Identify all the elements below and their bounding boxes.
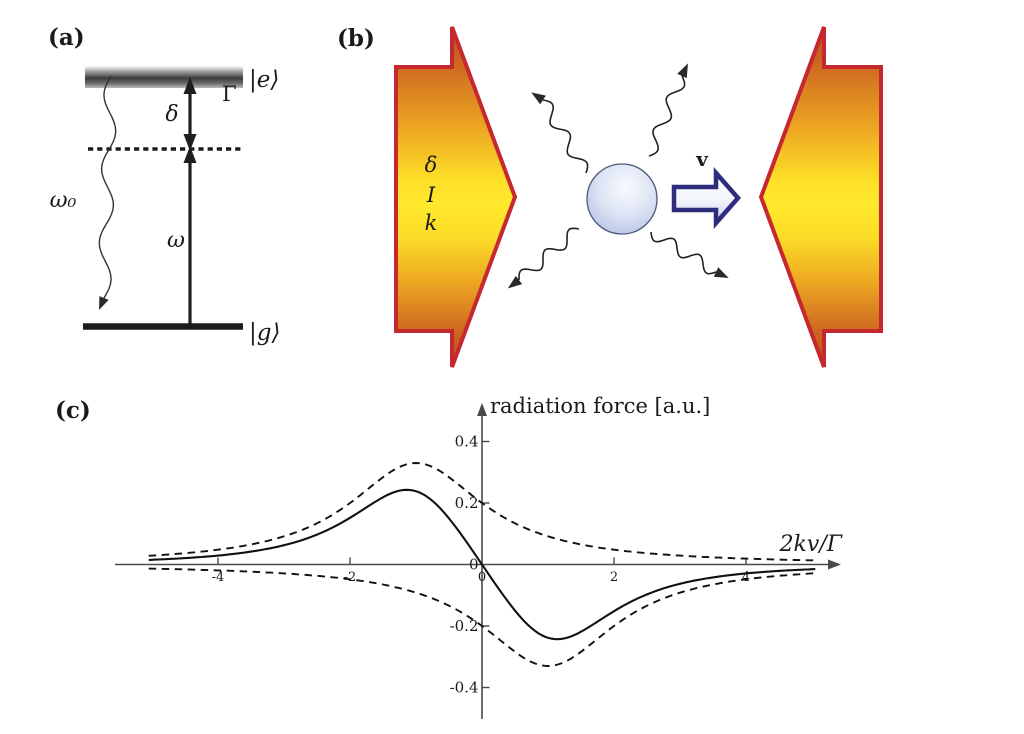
- y-tick-label: 0.4: [455, 433, 479, 451]
- right-laser-beam-arrow: [758, 26, 883, 368]
- y-tick-label: -0.4: [450, 679, 479, 697]
- photon-arrowhead-icon-2: [677, 63, 688, 79]
- excited-level-band: [85, 66, 243, 88]
- force-curves: [148, 462, 816, 667]
- beam-intensity-label: I: [426, 183, 436, 207]
- photon-arrowhead-icon-4: [713, 267, 729, 278]
- x-axis-ticks: -4 -2 0 2 4: [212, 557, 750, 585]
- y-tick-label: 0: [469, 556, 479, 574]
- x-tick-label: -4: [212, 570, 225, 585]
- transition-omega0-label: ω₀: [50, 188, 77, 213]
- excited-state-ket: |e⟩: [249, 67, 279, 93]
- detuning-arrowhead-up-icon: [183, 77, 197, 94]
- spontaneous-emission-arrowhead-icon: [99, 296, 109, 311]
- x-tick-label: -2: [344, 570, 357, 585]
- panel-b-label: (b): [337, 25, 375, 52]
- detuning-delta-label: δ: [165, 102, 178, 127]
- spontaneous-emission-wavy-line: [98, 75, 117, 299]
- atom-sphere: [586, 163, 658, 235]
- velocity-block-arrow: [671, 167, 741, 229]
- photon-arrowhead-icon-3: [507, 275, 523, 289]
- panel-a-label: (a): [48, 24, 85, 51]
- y-axis-arrowhead-icon: [477, 403, 487, 416]
- y-tick-label: 0.2: [455, 494, 479, 512]
- photon-wavy-line-2: [648, 75, 686, 157]
- panel-b-beam-schematic: (b) δ I k v: [337, 25, 883, 368]
- velocity-v-label: v: [695, 147, 709, 171]
- photon-wavy-line-4: [650, 231, 717, 275]
- linewidth-gamma-label: Γ: [222, 82, 237, 106]
- curve-single-beam-2: [148, 567, 816, 667]
- scattered-photon-wavy-arrows: [507, 63, 729, 289]
- y-tick-label: -0.2: [450, 617, 479, 635]
- laser-arrowhead-up-icon: [183, 146, 197, 163]
- y-axis-title: radiation force [a.u.]: [490, 394, 710, 418]
- laser-omega-label: ω: [167, 228, 185, 253]
- panel-a-level-diagram: (a) |e⟩ Γ δ ω ω₀ |g⟩: [48, 24, 280, 346]
- detuning-arrowhead-down-icon: [183, 134, 197, 151]
- x-axis-title: 2kv/Γ: [779, 532, 843, 557]
- beam-wavevector-label: k: [425, 211, 438, 235]
- photon-wavy-line-3: [518, 227, 580, 280]
- curve-single-beam-1: [148, 462, 816, 562]
- curve-total-force: [148, 488, 816, 641]
- y-axis-ticks: 0.4 0.2 0 -0.2 -0.4: [450, 433, 490, 697]
- x-tick-label: 0: [478, 570, 486, 585]
- photon-wavy-line-1: [542, 99, 589, 174]
- panel-c-force-plot: (c) -4 -2 0 2 4 0.4 0.2 0 -0.2 -0.4 radiation fo…: [55, 394, 843, 719]
- x-tick-label: 2: [610, 570, 618, 585]
- left-laser-beam-arrow: [394, 26, 518, 368]
- photon-arrowhead-icon-1: [531, 92, 546, 105]
- x-tick-label: 4: [742, 570, 750, 585]
- ground-state-ket: |g⟩: [249, 320, 280, 346]
- panel-c-label: (c): [55, 397, 91, 424]
- beam-delta-label: δ: [425, 153, 438, 177]
- x-axis-arrowhead-icon: [828, 559, 841, 570]
